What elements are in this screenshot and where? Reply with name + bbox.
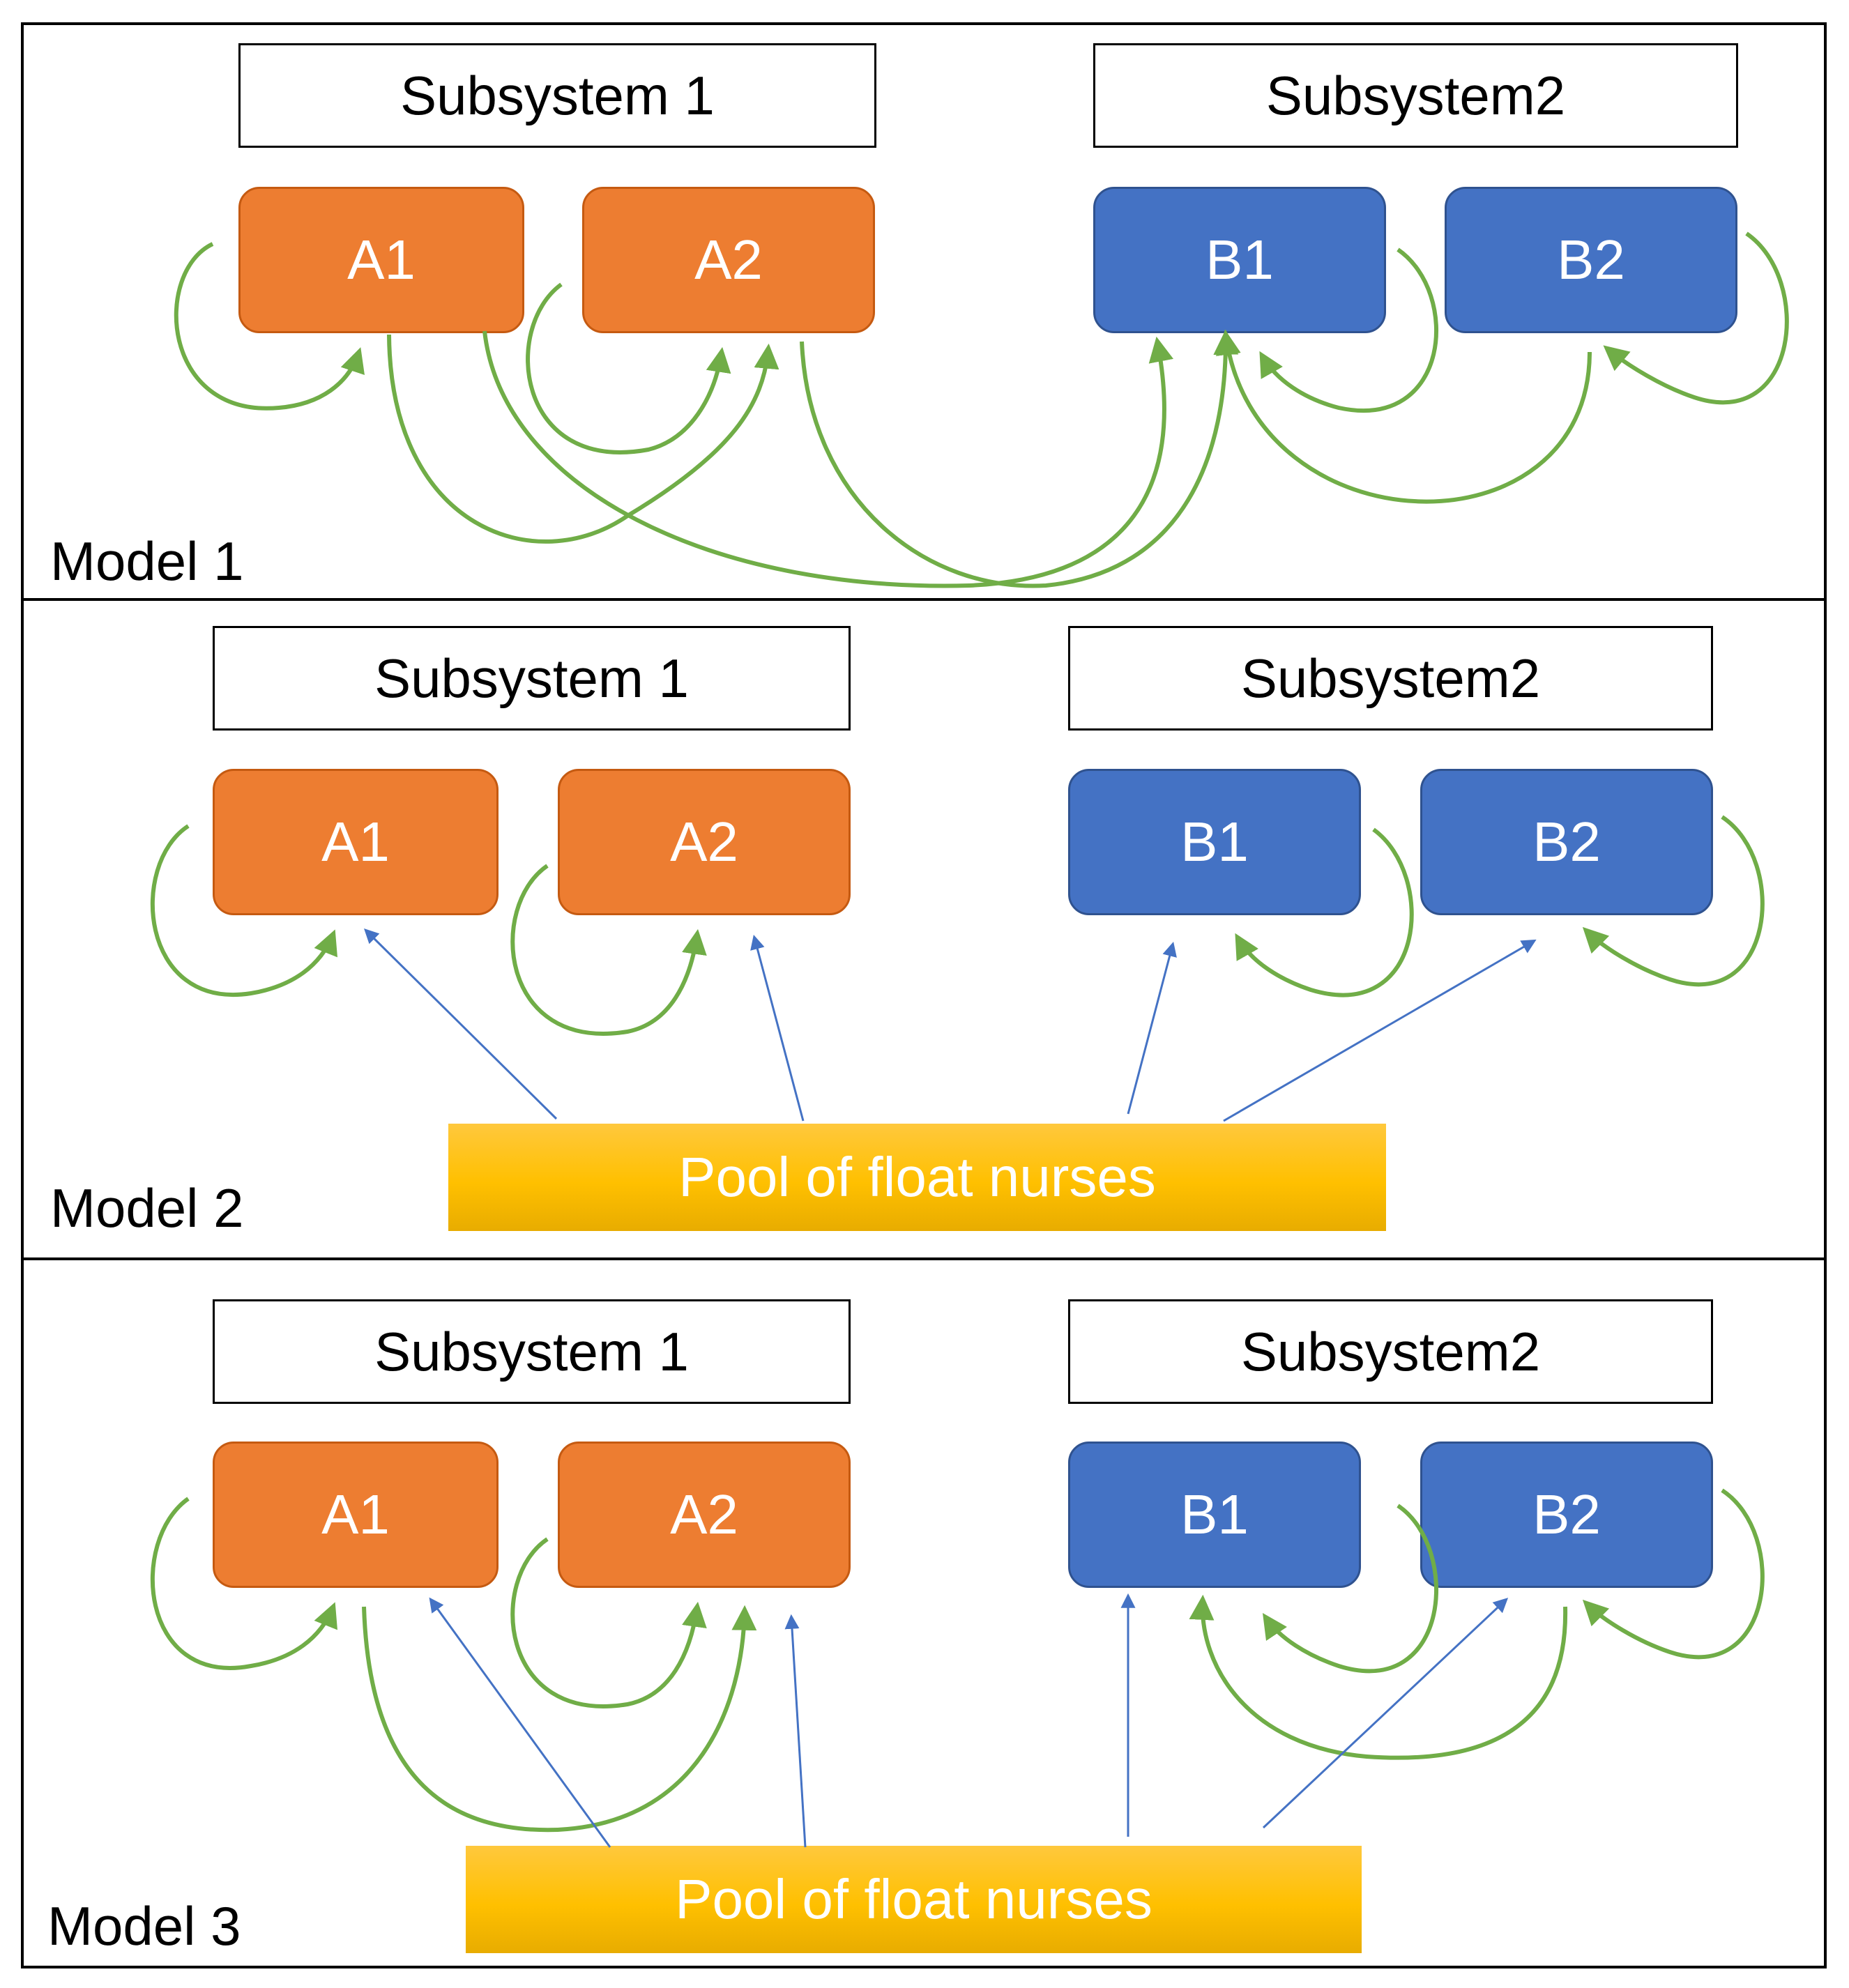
model-2-node-b1: B1 xyxy=(1068,769,1361,915)
m2-loop-a2 xyxy=(510,864,707,1036)
model-3-node-b1: B1 xyxy=(1068,1442,1361,1588)
model-3-label: Model 3 xyxy=(47,1895,241,1957)
model-1-subsystem-1-title: Subsystem 1 xyxy=(238,43,876,148)
model-2-node-b2: B2 xyxy=(1420,769,1713,915)
m2-loop-b2 xyxy=(1582,815,1765,987)
model-2-pool-of-float-nurses: Pool of float nurses xyxy=(448,1124,1386,1231)
m2-pool-to-b2 xyxy=(1223,939,1537,1122)
model-2-green-arrows xyxy=(150,815,1765,1036)
m2-loop-b1 xyxy=(1235,827,1414,997)
m1-loop-a2 xyxy=(526,282,731,454)
model-1-node-b2: B2 xyxy=(1445,187,1737,333)
m2-loop-a1 xyxy=(150,824,337,997)
model-3-node-a2: A2 xyxy=(558,1442,851,1588)
m2-pool-to-a2 xyxy=(750,934,805,1122)
m2-pool-to-a1 xyxy=(364,928,558,1120)
m3-loop-b1 xyxy=(1263,1504,1439,1674)
m3-loop-a2 xyxy=(510,1537,707,1708)
m1-a1-to-a2 xyxy=(387,334,779,544)
m1-loop-b1 xyxy=(1259,247,1438,413)
model-2-node-a2: A2 xyxy=(558,769,851,915)
model-3-green-arrows xyxy=(150,1488,1765,1833)
model-3-blue-arrows xyxy=(429,1593,1509,1848)
m3-pool-to-b2 xyxy=(1262,1598,1509,1829)
model-2-blue-arrows xyxy=(364,928,1537,1122)
model-1-subsystem-2-title: Subsystem2 xyxy=(1093,43,1738,148)
model-3-subsystem-1-title: Subsystem 1 xyxy=(213,1299,851,1404)
m1-b2-to-b1 xyxy=(1216,329,1592,504)
model-3-subsystem-2-title: Subsystem2 xyxy=(1068,1299,1713,1404)
m3-pool-to-a2 xyxy=(784,1614,807,1848)
m2-pool-to-b1 xyxy=(1127,941,1177,1115)
m3-loop-b2 xyxy=(1582,1488,1765,1660)
model-2-label: Model 2 xyxy=(50,1177,244,1239)
m3-a1-to-a2 xyxy=(362,1605,757,1833)
m3-b2-to-b1 xyxy=(1189,1594,1568,1760)
model-3-node-b2: B2 xyxy=(1420,1442,1713,1588)
model-1-green-arrows xyxy=(174,231,1789,588)
model-3-pool-of-float-nurses: Pool of float nurses xyxy=(466,1846,1362,1953)
model-2-subsystem-1-title: Subsystem 1 xyxy=(213,626,851,731)
m3-pool-to-a1 xyxy=(429,1597,611,1848)
model-1-node-b1: B1 xyxy=(1093,187,1386,333)
model-2-subsystem-2-title: Subsystem2 xyxy=(1068,626,1713,731)
m1-loop-b2 xyxy=(1603,231,1789,405)
m3-loop-a1 xyxy=(150,1497,337,1670)
model-1-node-a2: A2 xyxy=(582,187,875,333)
m1-a2-to-b1 xyxy=(800,329,1239,588)
model-1-label: Model 1 xyxy=(50,530,244,592)
model-2-node-a1: A1 xyxy=(213,769,499,915)
model-3-node-a1: A1 xyxy=(213,1442,499,1588)
m1-loop-a1 xyxy=(174,242,365,411)
model-1-node-a1: A1 xyxy=(238,187,524,333)
m1-a1-to-b1 xyxy=(482,330,1174,588)
